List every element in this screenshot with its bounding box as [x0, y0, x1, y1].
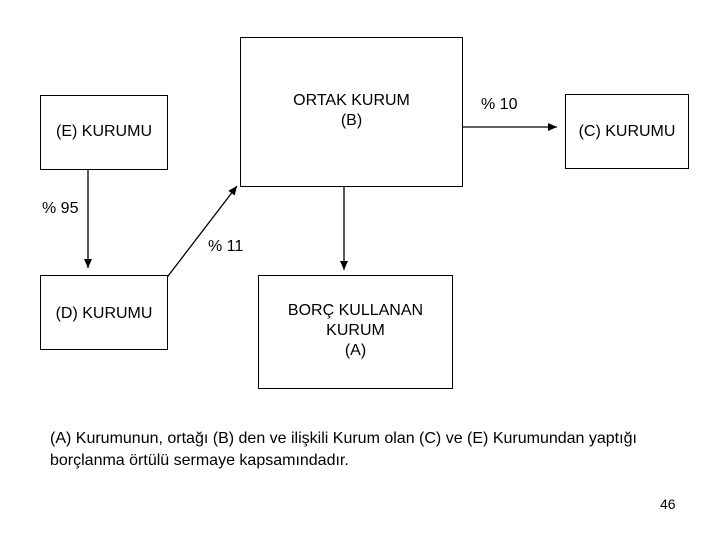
- box-c-label: (C) KURUMU: [578, 123, 676, 140]
- box-ortak-kurum-b: ORTAK KURUM (B): [240, 37, 463, 187]
- label-b-to-c: % 10: [481, 96, 518, 113]
- box-a-line3: (A): [344, 342, 367, 359]
- box-e-kurumu: (E) KURUMU: [40, 95, 168, 170]
- page-number: 46: [660, 496, 676, 512]
- box-e-label: (E) KURUMU: [56, 123, 152, 140]
- box-a-line1: BORÇ KULLANAN: [287, 302, 424, 319]
- box-c-kurumu: (C) KURUMU: [565, 94, 689, 169]
- box-d-kurumu: (D) KURUMU: [40, 275, 168, 350]
- label-e-to-d: % 95: [42, 200, 79, 217]
- label-d-to-b: % 11: [208, 238, 244, 255]
- box-a-line2: KURUM: [326, 322, 385, 339]
- box-borc-kullanan-kurum-a: BORÇ KULLANAN KURUM (A): [258, 275, 453, 389]
- box-b-line1: ORTAK KURUM: [293, 92, 410, 109]
- box-d-label: (D) KURUMU: [55, 305, 153, 322]
- footnote: (A) Kurumunun, ortağı (B) den ve ilişkil…: [50, 430, 637, 469]
- arrow-d-to-b: [164, 185, 238, 281]
- box-b-line2: (B): [340, 112, 363, 129]
